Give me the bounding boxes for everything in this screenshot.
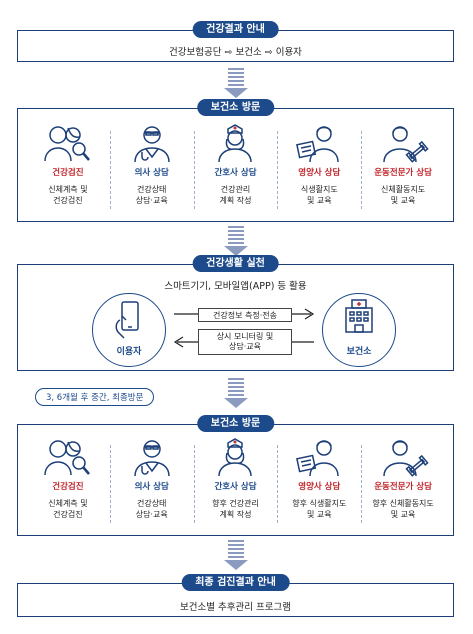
visit1-item-desc: 및 교육 (390, 196, 416, 205)
smartphone-icon (115, 301, 139, 339)
visit-title-1: 보건소 방문 (196, 99, 275, 116)
visit1-item-desc: 건강상태 (136, 185, 167, 194)
visit1-item-desc: 건강관리 (220, 185, 251, 194)
down-arrow-icon (224, 540, 248, 570)
visit1-item-title: 영양사 상담 (298, 168, 341, 178)
practice-box: 건강생활 실천 스마트기기, 모바일앱(APP) 등 활용 이용자 보건소 건강… (17, 255, 454, 371)
down-arrow-icon (224, 68, 248, 98)
visit2-item-title: 건강검진 (52, 482, 84, 492)
visit2-item-desc: 및 교육 (306, 510, 332, 519)
visit1-item-title: 건강검진 (52, 168, 84, 178)
visit1-item-desc: 상담·교육 (135, 196, 168, 205)
flow-bottom-text: 상담·교육 (229, 342, 261, 351)
visit1-item-desc: 신체활동지도 (381, 185, 426, 194)
visit1-item-desc: 계획 작성 (219, 196, 252, 205)
down-arrow-icon (224, 226, 248, 256)
visit2-item-desc: 계획 작성 (219, 510, 252, 519)
visit-title-2: 보건소 방문 (196, 415, 275, 432)
visit2-item-desc: 향후 식생활지도 (292, 499, 347, 508)
followup-note: 3, 6개월 후 중간, 최종방문 (35, 388, 155, 406)
down-arrow-icon (224, 378, 248, 408)
practice-title: 건강생활 실천 (192, 255, 279, 272)
visit2-item-desc: 건강상태 (136, 499, 167, 508)
user-circle: 이용자 (92, 293, 166, 367)
visit2-item-desc: 신체계측 및 (48, 499, 88, 508)
visit2-item-title: 간호사 상담 (214, 482, 257, 492)
nurse-icon (218, 124, 253, 163)
visit1-item-desc: 건강검진 (53, 196, 83, 205)
flow-top-text: 건강정보 측정·전송 (213, 311, 277, 320)
visit1-item-desc: 식생활지도 (300, 185, 338, 194)
visit1-item-title: 운동전문가 상담 (374, 168, 432, 178)
visit2-item-desc: 상담·교육 (135, 510, 168, 519)
nutritionist-icon (296, 440, 340, 477)
visit2-item-desc: 및 교육 (390, 510, 416, 519)
flow-bottom-text: 상시 모니터링 및 (216, 332, 274, 341)
couple-magnifier-icon (44, 440, 90, 476)
visit1-item-title: 의사 상담 (134, 168, 169, 178)
result-notice-title: 건강결과 안내 (192, 21, 279, 38)
flow-bottom-box: 상시 모니터링 및 상담·교육 (198, 329, 292, 355)
nutritionist-icon (296, 126, 340, 163)
nurse-icon (218, 438, 253, 477)
visit2-item-title: 의사 상담 (134, 482, 169, 492)
visit1-item-desc: 및 교육 (306, 196, 332, 205)
visit2-item-desc: 향후 건강관리 (212, 499, 259, 508)
flow-top-box: 건강정보 측정·전송 (198, 308, 292, 322)
doctor-icon (133, 126, 170, 163)
visit1-item-title: 간호사 상담 (214, 168, 257, 178)
trainer-icon (383, 126, 429, 163)
result-notice-text: 건강보험공단 ⇨ 보건소 ⇨ 이용자 (169, 47, 302, 58)
visit2-item-desc: 건강검진 (53, 510, 83, 519)
health-center-label: 보건소 (346, 347, 372, 357)
visit1-item-desc: 신체계측 및 (48, 185, 88, 194)
practice-subtitle: 스마트기기, 모바일앱(APP) 등 활용 (164, 281, 307, 292)
couple-magnifier-icon (44, 126, 90, 162)
final-result-box: 최종 검진결과 안내 보건소별 추후관리 프로그램 (17, 574, 454, 617)
visit2-item-title: 영양사 상담 (298, 482, 341, 492)
final-result-text: 보건소별 추후관리 프로그램 (180, 602, 291, 613)
final-result-title: 최종 검진결과 안내 (181, 574, 290, 591)
visit2-item-desc: 향후 신체활동지도 (372, 499, 434, 508)
doctor-icon (133, 440, 170, 477)
building-icon (345, 299, 373, 333)
user-label: 이용자 (116, 347, 142, 357)
result-notice-box: 건강결과 안내 건강보험공단 ⇨ 보건소 ⇨ 이용자 (17, 21, 454, 62)
visit2-item-title: 운동전문가 상담 (374, 482, 432, 492)
trainer-icon (383, 440, 429, 477)
health-center-circle: 보건소 (322, 293, 396, 367)
